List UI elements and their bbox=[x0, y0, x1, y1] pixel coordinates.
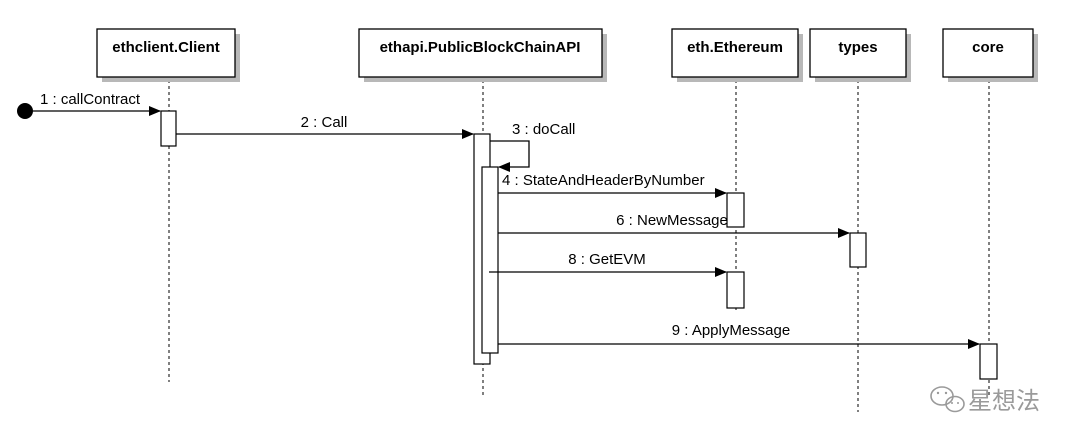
message-label: 2 : Call bbox=[301, 114, 348, 131]
activation-ethereum-state bbox=[726, 192, 745, 228]
activation-ethereum-getevm bbox=[726, 271, 745, 309]
activation-api-docall bbox=[481, 166, 499, 354]
participant-eth-ethereum: eth.Ethereum bbox=[671, 28, 803, 82]
message-label: 8 : GetEVM bbox=[568, 251, 646, 268]
message-get-evm: 8 : GetEVM bbox=[489, 251, 727, 277]
activation-core-applymessage bbox=[979, 343, 998, 380]
participant-label: core bbox=[972, 39, 1004, 56]
participant-ethapi-publicblockchainapi: ethapi.PublicBlockChainAPI bbox=[358, 28, 607, 82]
message-new-message: 6 : NewMessage bbox=[498, 212, 850, 238]
message-label: 4 : StateAndHeaderByNumber bbox=[502, 172, 705, 189]
participant-core: core bbox=[942, 28, 1038, 82]
participant-label: ethclient.Client bbox=[112, 39, 220, 56]
participant-ethclient-client: ethclient.Client bbox=[96, 28, 240, 82]
watermark: 星想法 bbox=[930, 386, 1040, 415]
watermark-text: 星想法 bbox=[968, 388, 1040, 415]
participant-label: eth.Ethereum bbox=[687, 39, 783, 56]
message-label: 3 : doCall bbox=[512, 121, 575, 138]
message-label: 9 : ApplyMessage bbox=[672, 322, 790, 339]
message-call: 2 : Call bbox=[176, 114, 474, 139]
participant-label: types bbox=[838, 39, 877, 56]
activation-ethclient-call bbox=[160, 110, 177, 147]
wechat-icon bbox=[930, 386, 965, 413]
initial-node bbox=[17, 103, 33, 119]
message-apply-message: 9 : ApplyMessage bbox=[498, 322, 980, 349]
message-state-and-header-by-number: 4 : StateAndHeaderByNumber bbox=[498, 172, 727, 198]
message-call-contract: 1 : callContract bbox=[17, 91, 161, 119]
message-label: 6 : NewMessage bbox=[616, 212, 728, 229]
message-label: 1 : callContract bbox=[40, 91, 141, 108]
message-do-call: 3 : doCall bbox=[490, 121, 575, 172]
participant-types: types bbox=[809, 28, 911, 82]
participant-label: ethapi.PublicBlockChainAPI bbox=[380, 39, 581, 56]
activation-types-newmessage bbox=[849, 232, 867, 268]
